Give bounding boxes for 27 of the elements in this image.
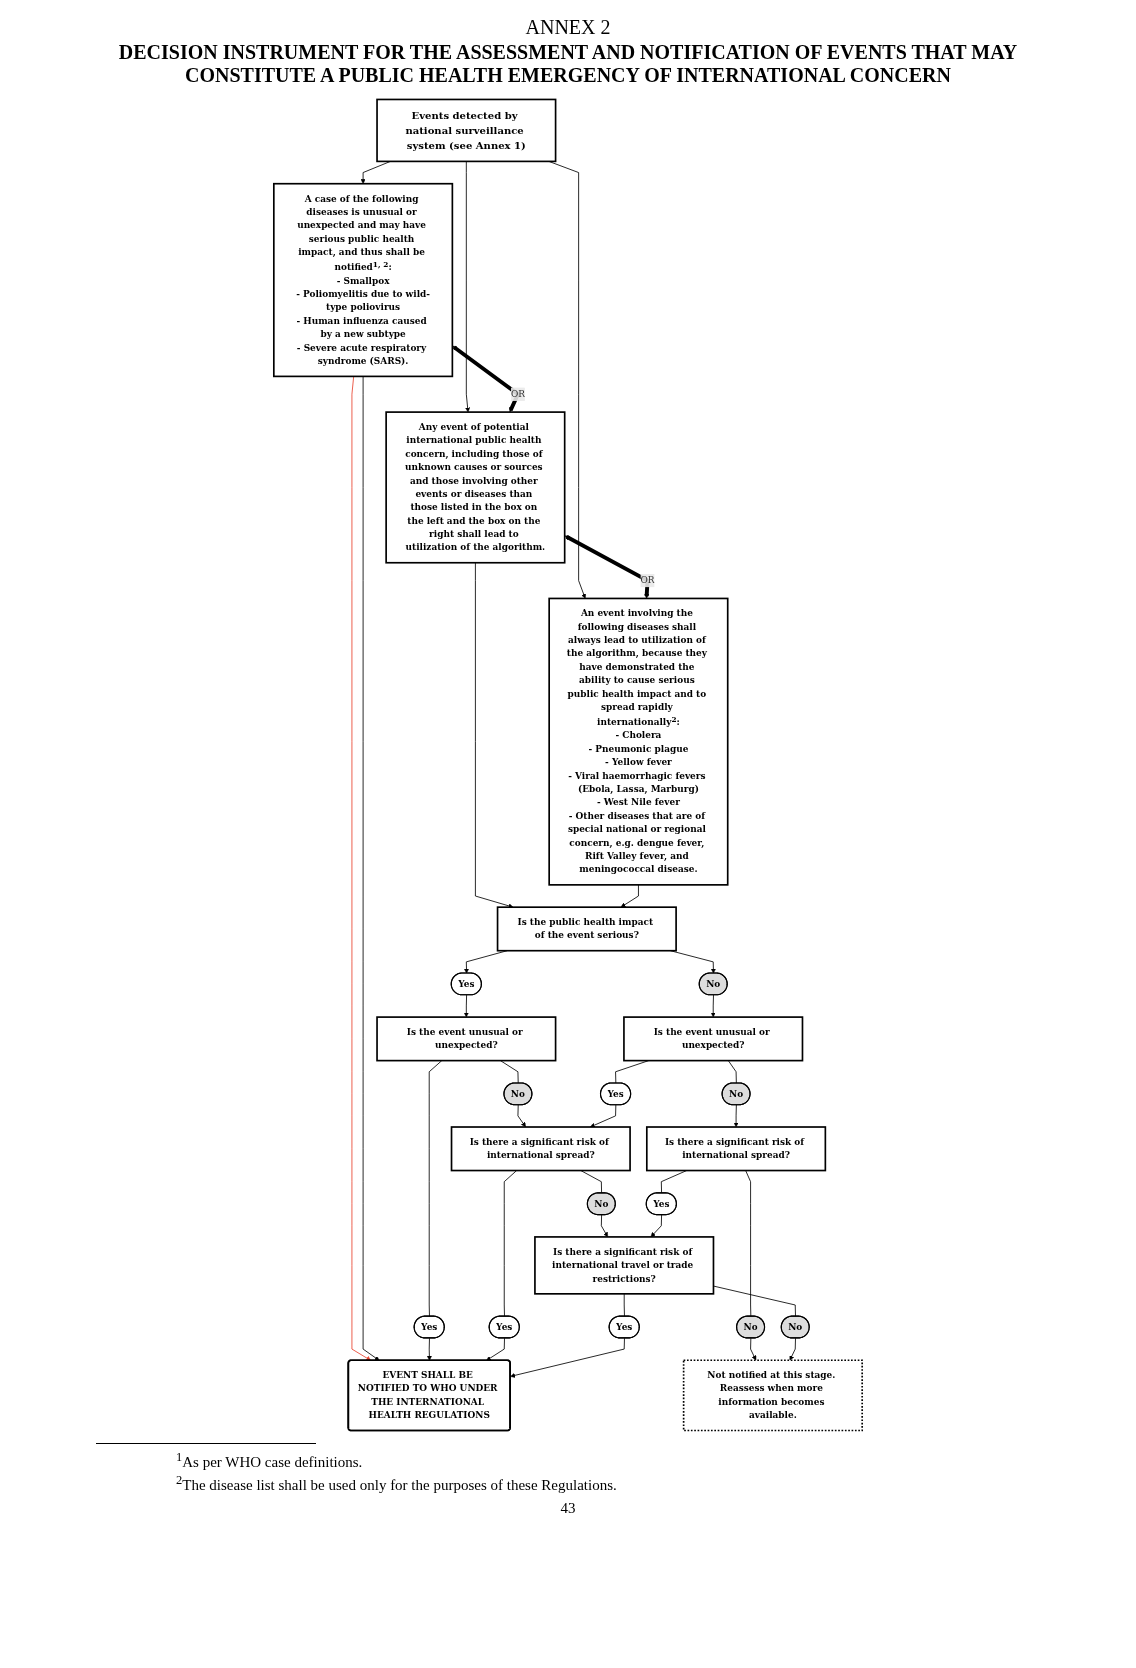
footnote: $^{1}$As per WHO case definitions.: [176, 1450, 364, 1471]
connector: [580, 1170, 603, 1194]
edge-label: OR: [640, 575, 655, 586]
connector: [503, 1170, 518, 1317]
node-box: A case of the following diseases is unusual or unexpected and may have serious public health impact, and thus shall be notified$^{1, 2}$: - Smallpox - Poliomyelitis due to wild-type poliovirus - Human influenza caused by a new subtype - Severe acute respiratory syndrome (SARS).: [273, 182, 454, 378]
node-box: Is the event unusual or unexpected?: [623, 1016, 804, 1062]
connector: [500, 1060, 519, 1084]
node-box: Is there a significant risk of international spread?: [645, 1126, 827, 1172]
node-box: Is there a significant risk of international travel or trade restrictions?: [534, 1236, 715, 1295]
node-box: An event involving the following diseases shall always lead to utilization of the algorithm, because they have demonstrated the ability to cause serious public health impact and to spread rapidly internationally$^{2}$: - Cholera - Pneumonic plague - Yellow fever - Viral haemorrhagic fevers (Ebola, Lassa, Marburg) - West Nile fever - Other diseases that are of special national or regional concern, e.g. dengue fever, Rift Valley fever, and meningococcal disease.: [548, 597, 729, 886]
footnote: $^{2}$The disease list shall be used only for the purposes of these Regulations.: [176, 1473, 618, 1494]
connector: [713, 1285, 796, 1317]
connector: [745, 1170, 752, 1317]
connector: [623, 1293, 625, 1317]
node-box: Not notified at this stage. Reassess when more information becomes available.: [682, 1359, 863, 1432]
node-box: Is the event unusual or unexpected?: [376, 1016, 557, 1062]
connector: [428, 1060, 443, 1317]
node-box: Is there a significant risk of international spread?: [450, 1126, 631, 1172]
page-number: 43: [559, 1500, 577, 1517]
node-box: Is the public health impact of the event serious?: [496, 906, 677, 952]
diagram-title: DECISION INSTRUMENT FOR THE ASSESSMENT AND NOTIFICATION OF EVENTS THAT MAY CONSTITUTE A PUBLIC HEALTH EMERGENCY OF INTERNATIONAL CONCERN: [117, 41, 1019, 87]
annex-heading: ANNEX 2: [524, 16, 612, 39]
node-box: Any event of potential international public health concern, including those of unknown causes or sources and those involving other events or diseases than those listed in the box on the left and the box on the right shall lead to utilization of the algorithm.: [385, 411, 566, 564]
arrow: [564, 535, 650, 599]
node-box: Events detected by national surveillance system (see Annex 1): [376, 98, 557, 163]
connector: [727, 1060, 737, 1084]
edge-label: OR: [510, 388, 525, 400]
